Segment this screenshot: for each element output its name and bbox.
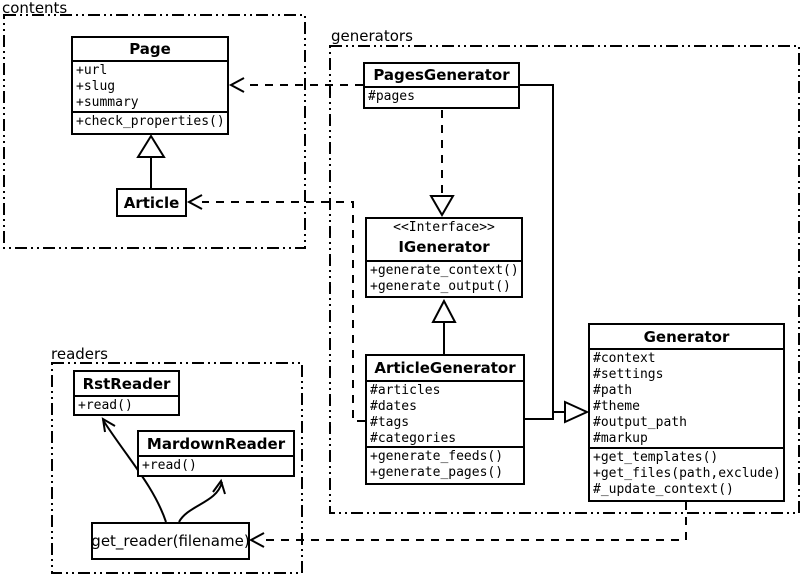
package-border-readers [51, 362, 303, 574]
class-attributes-pagesgenerator: #pages [365, 86, 518, 107]
class-title-mardownreader: MardownReader [146, 434, 286, 453]
class-title-igenerator: IGenerator [398, 238, 490, 256]
method: #_update_context() [593, 482, 734, 497]
class-box-igenerator: <<Interface>> IGenerator +generate_conte… [365, 217, 523, 298]
call-getreader-to-mardownreader-arrow-icon [212, 478, 226, 495]
attribute: #pages [368, 89, 415, 104]
attribute: #settings [593, 367, 664, 382]
package-border-generators [329, 45, 800, 514]
class-methods-rstreader: +read() [75, 395, 178, 414]
generalization-articlegenerator-to-igenerator-triangle-icon [431, 298, 457, 323]
attribute: #dates [370, 399, 417, 414]
attribute: +url [76, 63, 108, 78]
generalization-article-to-page-triangle-icon [136, 134, 166, 158]
attribute: #markup [593, 431, 648, 446]
method: +read() [142, 458, 197, 473]
class-methods-igenerator: +generate_context() +generate_output() [367, 260, 521, 296]
dependency-generator-to-getreader-arrow-icon [248, 532, 265, 548]
function-box-get-reader: get_reader(filename) [91, 522, 250, 560]
class-box-rstreader: RstReader +read() [73, 370, 180, 416]
method: +check_properties() [76, 114, 225, 129]
class-stereotype-igenerator: <<Interface>> [393, 220, 495, 235]
class-title-article: Article [123, 193, 180, 212]
method: +generate_output() [370, 279, 511, 294]
dependency-generator-to-getreader-line [264, 502, 687, 541]
method: +generate_context() [370, 263, 519, 278]
class-methods-generator: +get_templates() +get_files(path,exclude… [590, 447, 783, 500]
class-header-igenerator: <<Interface>> IGenerator [367, 219, 521, 260]
class-box-page: Page +url +slug +summary +check_properti… [71, 36, 229, 135]
realization-pagesgenerator-to-igenerator-triangle-icon [429, 195, 455, 217]
call-getreader-to-mardownreader-line [178, 481, 223, 523]
attribute: #output_path [593, 415, 687, 430]
class-methods-articlegenerator: +generate_feeds() +generate_pages() [367, 446, 523, 483]
class-methods-page: +check_properties() [73, 111, 227, 133]
attribute: #articles [370, 383, 441, 398]
class-title-rstreader: RstReader [82, 374, 171, 393]
class-box-mardownreader: MardownReader +read() [137, 430, 295, 477]
class-title-generator: Generator [643, 327, 730, 346]
class-attributes-generator: #context #settings #path #theme #output_… [590, 348, 783, 447]
class-box-article: Article [116, 188, 187, 217]
class-box-pagesgenerator: PagesGenerator #pages [363, 62, 520, 109]
package-label-readers: readers [51, 345, 108, 363]
class-box-generator: Generator #context #settings #path #them… [588, 323, 785, 502]
attribute: #tags [370, 415, 410, 430]
generalization-to-generator-triangle-icon [564, 400, 590, 424]
attribute: #path [593, 383, 633, 398]
attribute: +slug [76, 79, 116, 94]
class-box-articlegenerator: ArticleGenerator #articles #dates #tags … [365, 354, 525, 485]
method: +get_files(path,exclude) [593, 466, 781, 481]
package-label-generators: generators [331, 27, 413, 45]
generalization-articlegenerator-to-generator-line [525, 411, 565, 420]
method: +get_templates() [593, 450, 719, 465]
attribute: #context [593, 351, 656, 366]
package-label-contents: contents [2, 0, 68, 17]
class-attributes-articlegenerator: #articles #dates #tags #categories [367, 380, 523, 446]
class-title-pagesgenerator: PagesGenerator [373, 66, 510, 84]
class-methods-mardownreader: +read() [139, 455, 293, 475]
method: +read() [78, 398, 133, 413]
method: +generate_feeds() [370, 449, 504, 464]
dependency-pagesgenerator-to-page-arrow-icon [228, 77, 245, 93]
package-border-contents [3, 14, 306, 249]
dependency-articlegenerator-to-article-arrow-icon [186, 194, 203, 210]
class-title-articlegenerator: ArticleGenerator [374, 359, 516, 377]
dependency-articlegenerator-to-article-line [202, 201, 365, 422]
attribute: #categories [370, 431, 457, 446]
generalization-pagesgenerator-to-generator-line [520, 84, 554, 412]
call-getreader-to-rstreader-arrow-icon [101, 417, 116, 433]
attribute: #theme [593, 399, 640, 414]
method: +generate_pages() [370, 465, 504, 480]
attribute: +summary [76, 95, 139, 110]
class-attributes-page: +url +slug +summary [73, 60, 227, 111]
class-title-page: Page [129, 40, 171, 58]
